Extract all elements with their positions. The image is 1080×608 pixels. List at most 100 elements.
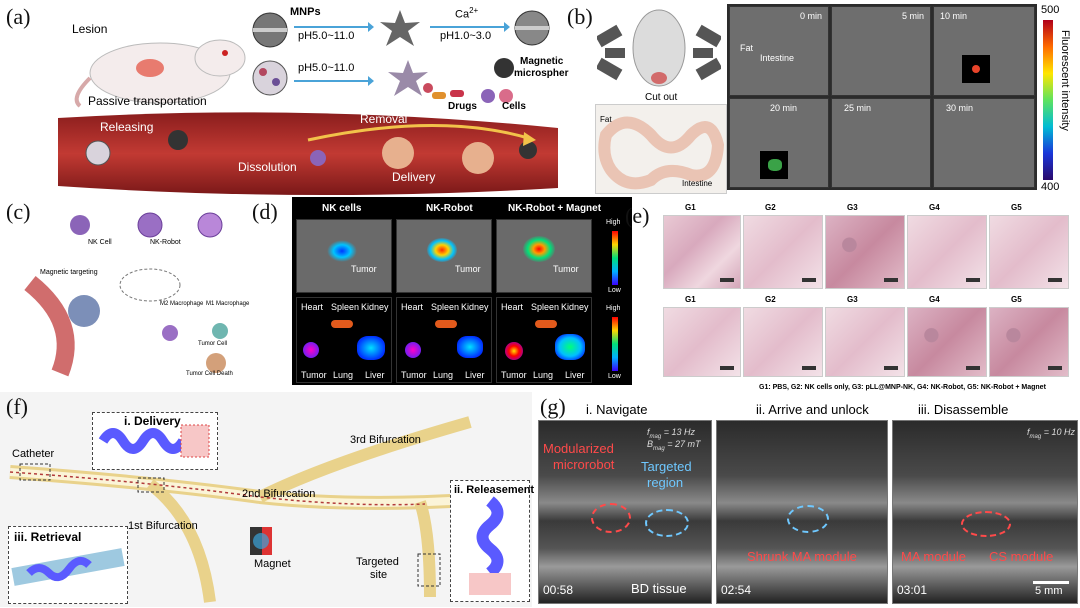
- sphere-icon: [514, 10, 550, 46]
- panel-b: (b) Cut out Fat Intestine 0 min Fat Inte…: [565, 0, 1080, 195]
- drug-release-icon: [388, 60, 433, 96]
- bif3-label: 3rd Bifurcation: [350, 434, 421, 446]
- delivery-label: Delivery: [392, 170, 436, 184]
- drugs-icon: [432, 90, 464, 99]
- drugs-label: Drugs: [448, 101, 477, 112]
- magnetic-label: Magnetic: [520, 56, 564, 67]
- timelapse-tile-0: 0 min Fat Intestine: [729, 6, 829, 96]
- arrow-icon: [430, 22, 510, 32]
- histo-top-2: [825, 215, 905, 289]
- panel-c: (c) NK Cell NK-Robot Magnetic targeting …: [0, 197, 250, 387]
- panel-e-label: (e): [625, 203, 650, 228]
- star-particle-icon: [380, 10, 420, 46]
- targeted-region-label-2: region: [647, 475, 684, 490]
- unlock-marker: [787, 505, 829, 533]
- rat-illustration: [74, 39, 246, 108]
- timelapse-tile-2: 10 min: [933, 6, 1035, 96]
- fluorescence-colorbar: [1043, 20, 1053, 180]
- tumor-death-label: Tumor Cell Death: [186, 371, 233, 377]
- group-label-bottom-2: G3: [847, 295, 858, 304]
- nk-cell-label: NK Cell: [88, 239, 112, 246]
- col-label-2: NK-Robot + Magnet: [508, 203, 602, 214]
- cells-icon: [481, 89, 513, 103]
- targeted-region-label-1: Targeted: [641, 459, 692, 474]
- ivis-mouse-0: Tumor: [296, 219, 392, 293]
- ivis-high-bottom: High: [606, 305, 621, 312]
- timelapse-tile-1: 5 min: [831, 6, 931, 96]
- m1-label: M1 Macrophage: [206, 301, 250, 307]
- cs-module-label: CS module: [989, 549, 1054, 564]
- timelapse-tile-4: 25 min: [831, 98, 931, 188]
- microrobot-marker: [591, 503, 631, 533]
- ultrasound-frame-1: Shrunk MA module 02:54: [716, 420, 888, 604]
- col-label-1: NK-Robot: [426, 203, 473, 214]
- panel-e: (e) G1 G2 G3 G4 G5 G1 G2 G3 G4 G5 G1: PB…: [625, 197, 1080, 397]
- group-label-top-3: G4: [929, 203, 940, 212]
- stage-title-1: ii. Arrive and unlock: [756, 402, 869, 417]
- colorbar-min: 400: [1041, 181, 1060, 193]
- group-label-top-1: G2: [765, 203, 776, 212]
- histo-top-4: [989, 215, 1069, 289]
- shrunk-ma-label: Shrunk MA module: [747, 549, 857, 564]
- timestamp-2: 03:01: [897, 583, 928, 597]
- intestine-label-photo: Intestine: [682, 179, 713, 188]
- stage-title-2: iii. Disassemble: [918, 402, 1009, 417]
- panel-a-label: (a): [6, 4, 31, 29]
- histo-bottom-4: [989, 307, 1069, 377]
- disassemble-marker: [961, 511, 1011, 537]
- bd-tissue-label: BD tissue: [631, 581, 687, 596]
- histo-top-0: [663, 215, 741, 289]
- lesion-label: Lesion: [72, 22, 108, 36]
- panel-d: (d) NK cells NK-Robot NK-Robot + Magnet …: [252, 197, 642, 387]
- retrieval-inset: [8, 526, 128, 604]
- microsphere-label: microspher: [514, 68, 569, 79]
- fat-label-photo: Fat: [600, 115, 612, 124]
- scale-label: 5 mm: [1035, 585, 1063, 597]
- magnetic-microsphere-icon: [494, 58, 514, 78]
- bif2-label: 2nd Bifurcation: [242, 488, 316, 500]
- targeted-label-1: Targeted: [356, 556, 399, 568]
- timelapse-grid: 0 min Fat Intestine 5 min 10 min 20 min …: [727, 4, 1037, 190]
- histo-top-3: [907, 215, 987, 289]
- ivis-colorbar-bottom: [612, 317, 618, 371]
- m2-label: M2 Macrophage: [160, 301, 204, 307]
- group-label-bottom-0: G1: [685, 295, 696, 304]
- ultrasound-frame-0: fmag = 13 Hz Bmag = 27 mT Modularized mi…: [538, 420, 712, 604]
- ivis-low-top: Low: [608, 287, 621, 294]
- ca-label: Ca2+: [455, 6, 479, 21]
- arrow-icon: [294, 76, 374, 86]
- modularized-label-1: Modularized: [543, 441, 614, 456]
- removal-label: Removal: [360, 112, 408, 126]
- cutout-label: Cut out: [645, 92, 678, 103]
- hybrid-sphere-icon: [252, 60, 288, 96]
- stage-title-0: i. Navigate: [586, 402, 648, 417]
- histo-bottom-3: [907, 307, 987, 377]
- histo-bottom-2: [825, 307, 905, 377]
- ivis-mouse-2: Tumor: [496, 219, 592, 293]
- group-label-top-2: G3: [847, 203, 858, 212]
- group-label-bottom-1: G2: [765, 295, 776, 304]
- modularized-label-2: microrobot: [553, 457, 615, 472]
- delivery-inset: [92, 412, 218, 470]
- mnp-sphere-icon: [252, 12, 288, 48]
- timelapse-tile-5: 30 min: [933, 98, 1035, 188]
- timelapse-tile-3: 20 min: [729, 98, 829, 188]
- group-legend: G1: PBS, G2: NK cells only, G3: pLL@MNP-…: [759, 384, 1046, 391]
- targeted-label-2: site: [370, 569, 388, 581]
- bif1-label: 1st Bifurcation: [128, 520, 198, 532]
- ultrasound-frame-2: fmag = 10 Hz MA module CS module 03:01 5…: [892, 420, 1078, 604]
- ph-label-3: pH5.0~11.0: [298, 62, 355, 74]
- colorbar-title: Fluorescent intensity: [1059, 30, 1071, 131]
- group-label-bottom-4: G5: [1011, 295, 1022, 304]
- ivis-mouse-1: Tumor: [396, 219, 492, 293]
- ph-label-2: pH1.0~3.0: [440, 30, 492, 42]
- retrieval-inset-title: iii. Retrieval: [14, 530, 82, 544]
- histo-top-1: [743, 215, 823, 289]
- nk-robot-schematic: [24, 212, 228, 377]
- target-region-marker: [645, 509, 689, 537]
- ph-label-1: pH5.0~11.0: [298, 30, 355, 42]
- ivis-colorbar-top: [612, 231, 618, 285]
- releasement-inset-title: ii. Releasement: [454, 484, 535, 496]
